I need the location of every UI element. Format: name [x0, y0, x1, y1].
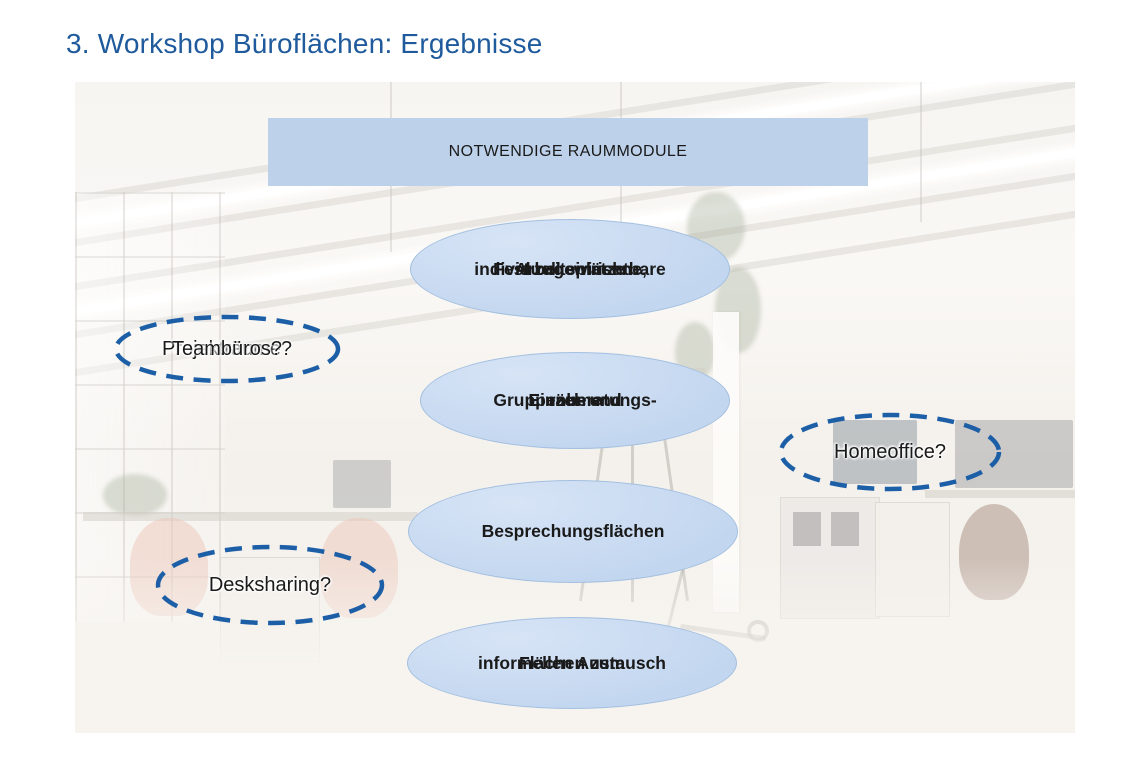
shelf-slot [831, 512, 859, 546]
question-label-line: Projekträume? [161, 338, 293, 360]
question-label-line: Desksharing? [208, 574, 332, 596]
dashed-ellipse [155, 544, 385, 626]
desk-plant [103, 474, 167, 516]
module-label-line: Einzel- und [528, 390, 622, 410]
module-label-line: Fest zugewiesene, [493, 258, 647, 279]
module-label-line: Arbeitsplätze [515, 258, 625, 279]
wall-tv [833, 420, 917, 484]
office-photo-background: NOTWENDIGE RAUMMODULE Fest zugewiesene, … [75, 82, 1075, 733]
module-ellipse-informeller-austausch: Flächen zum informellen Austausch [407, 617, 737, 709]
module-label-line: Besprechungsflächen [481, 521, 665, 541]
module-ellipse-arbeitsplaetze: Fest zugewiesene, individuell einrichtba… [410, 219, 730, 319]
question-ellipse-desksharing: Desksharing? [153, 542, 387, 628]
module-ellipse-beratungsraeume: Einzel- und Gruppenberatungs- räume [420, 352, 730, 449]
dashed-ellipse [113, 314, 341, 384]
module-label-line: individuell einrichtbare [474, 258, 666, 279]
dashed-ellipse [778, 412, 1002, 492]
module-label-line: räume [548, 390, 602, 410]
question-ellipse-homeoffice: Homeoffice? [776, 410, 1004, 494]
question-label-line: Homeoffice? [834, 441, 946, 463]
monitor [333, 460, 391, 508]
ceiling-pipe [620, 82, 622, 292]
header-label: NOTWENDIGE RAUMMODULE [448, 143, 688, 160]
slide-title: 3. Workshop Büroflächen: Ergebnisse [66, 28, 543, 59]
module-ellipse-besprechungsflaechen: Besprechungsflächen [408, 480, 738, 583]
desk [925, 490, 1075, 498]
header-box-raummodule: NOTWENDIGE RAUMMODULE [268, 118, 868, 186]
shelf-slot [793, 512, 821, 546]
ceiling-pipe [920, 82, 922, 222]
question-label-line: Teambüros? [171, 338, 283, 360]
question-ellipse-projektraeume: Projekträume? Teambüros? [111, 313, 343, 385]
module-label-line: Gruppenberatungs- [493, 390, 657, 410]
module-label-line: informellen Austausch [478, 652, 666, 673]
desk [83, 512, 418, 521]
module-label-line: Flächen zum [519, 652, 625, 673]
